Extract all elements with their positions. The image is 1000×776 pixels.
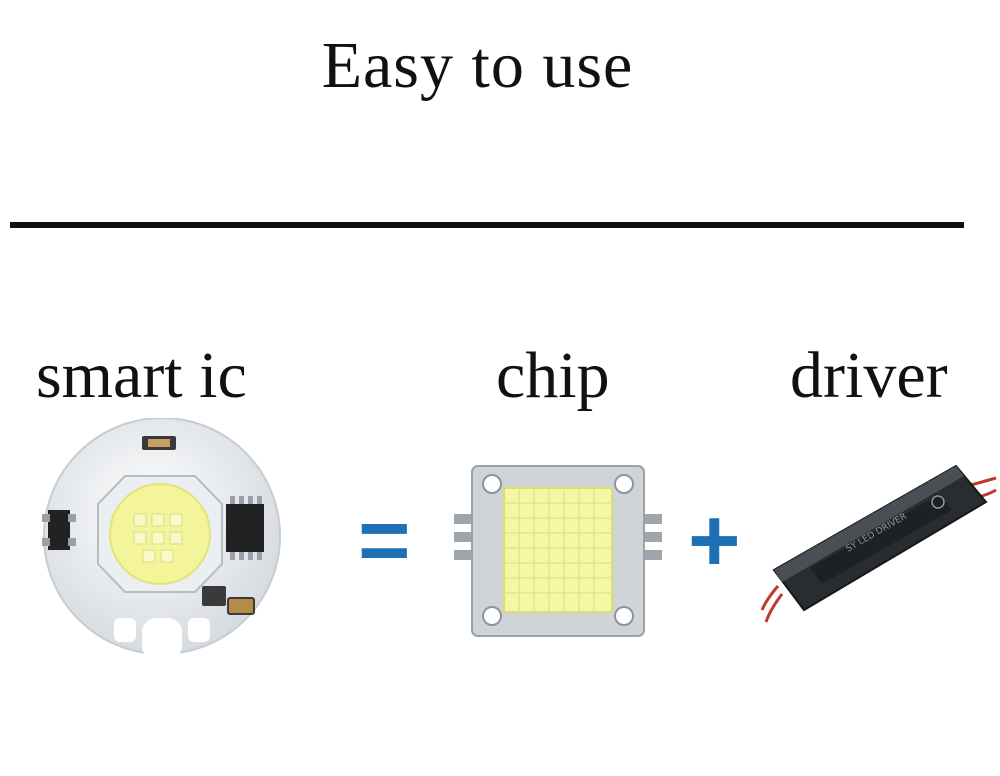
driver-label: driver <box>790 339 948 412</box>
smart-ic-board-icon <box>42 418 281 658</box>
plus-sign: + <box>688 491 741 591</box>
led-driver-icon: SY LED DRIVER <box>760 464 997 623</box>
equals-sign: = <box>358 491 411 591</box>
led-chip-icon <box>454 465 662 637</box>
divider <box>10 222 964 228</box>
smart-ic-label: smart ic <box>36 339 247 412</box>
page-title: Easy to use <box>321 29 634 102</box>
chip-label: chip <box>496 339 610 412</box>
